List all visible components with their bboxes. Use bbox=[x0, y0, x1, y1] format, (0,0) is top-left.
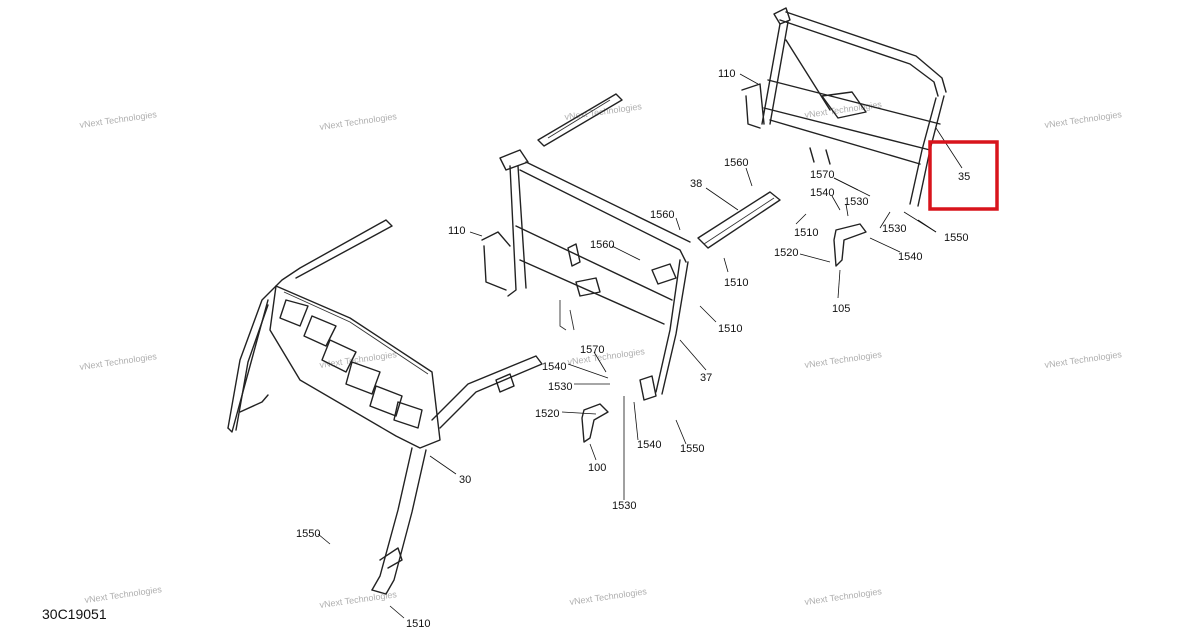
callout-1530: 1530 bbox=[882, 223, 906, 235]
diagram-reference-code: 30C19051 bbox=[42, 606, 107, 622]
callout-1510: 1510 bbox=[724, 277, 748, 289]
callout-1560: 1560 bbox=[590, 239, 614, 251]
watermark: vNext Technologies bbox=[319, 349, 398, 370]
callout-1550: 1550 bbox=[944, 232, 968, 244]
callout-1560: 1560 bbox=[650, 209, 674, 221]
highlight-box bbox=[928, 140, 999, 211]
watermark: vNext Technologies bbox=[569, 586, 648, 607]
part-110-lower-frame bbox=[481, 149, 691, 401]
watermark: vNext Technologies bbox=[79, 351, 158, 372]
watermark: vNext Technologies bbox=[804, 349, 883, 370]
leader-lines bbox=[317, 73, 963, 619]
callout-1530: 1530 bbox=[612, 500, 636, 512]
callout-labels: 110 35 1560 38 1570 1540 1530 1560 1510 … bbox=[296, 68, 970, 630]
callout-1540: 1540 bbox=[810, 187, 834, 199]
part-upper-strip bbox=[537, 93, 623, 147]
callout-1510: 1510 bbox=[794, 227, 818, 239]
watermark: vNext Technologies bbox=[79, 109, 158, 130]
watermark: vNext Technologies bbox=[804, 586, 883, 607]
callout-30: 30 bbox=[459, 474, 471, 486]
part-105-bracket bbox=[833, 223, 867, 267]
watermark: vNext Technologies bbox=[1044, 109, 1123, 130]
callout-1550: 1550 bbox=[296, 528, 320, 540]
callout-1560: 1560 bbox=[724, 157, 748, 169]
callout-105: 105 bbox=[832, 303, 850, 315]
callout-100: 100 bbox=[588, 462, 606, 474]
callout-1510: 1510 bbox=[718, 323, 742, 335]
callout-37: 37 bbox=[700, 372, 712, 384]
callout-110: 110 bbox=[718, 68, 736, 80]
watermark: vNext Technologies bbox=[319, 589, 398, 610]
callout-38: 38 bbox=[690, 178, 702, 190]
watermark: vNext Technologies bbox=[319, 111, 398, 132]
callout-1540: 1540 bbox=[637, 439, 661, 451]
watermark: vNext Technologies bbox=[84, 584, 163, 605]
callout-1520: 1520 bbox=[774, 247, 798, 259]
watermark: vNext Technologies bbox=[1044, 349, 1123, 370]
callout-1550: 1550 bbox=[680, 443, 704, 455]
callout-1540: 1540 bbox=[898, 251, 922, 263]
part-100-bracket bbox=[581, 403, 609, 443]
part-38-tube bbox=[697, 191, 781, 249]
callout-1570: 1570 bbox=[810, 169, 834, 181]
callout-1510: 1510 bbox=[406, 618, 430, 630]
watermark: vNext Technologies bbox=[567, 346, 646, 367]
callout-35: 35 bbox=[958, 171, 970, 183]
part-30-roll-cage bbox=[227, 219, 543, 595]
callout-110: 110 bbox=[448, 225, 466, 237]
callout-1530: 1530 bbox=[548, 381, 572, 393]
callout-1540: 1540 bbox=[542, 361, 566, 373]
callout-1520: 1520 bbox=[535, 408, 559, 420]
callout-1570: 1570 bbox=[580, 344, 604, 356]
callout-1530: 1530 bbox=[844, 196, 868, 208]
